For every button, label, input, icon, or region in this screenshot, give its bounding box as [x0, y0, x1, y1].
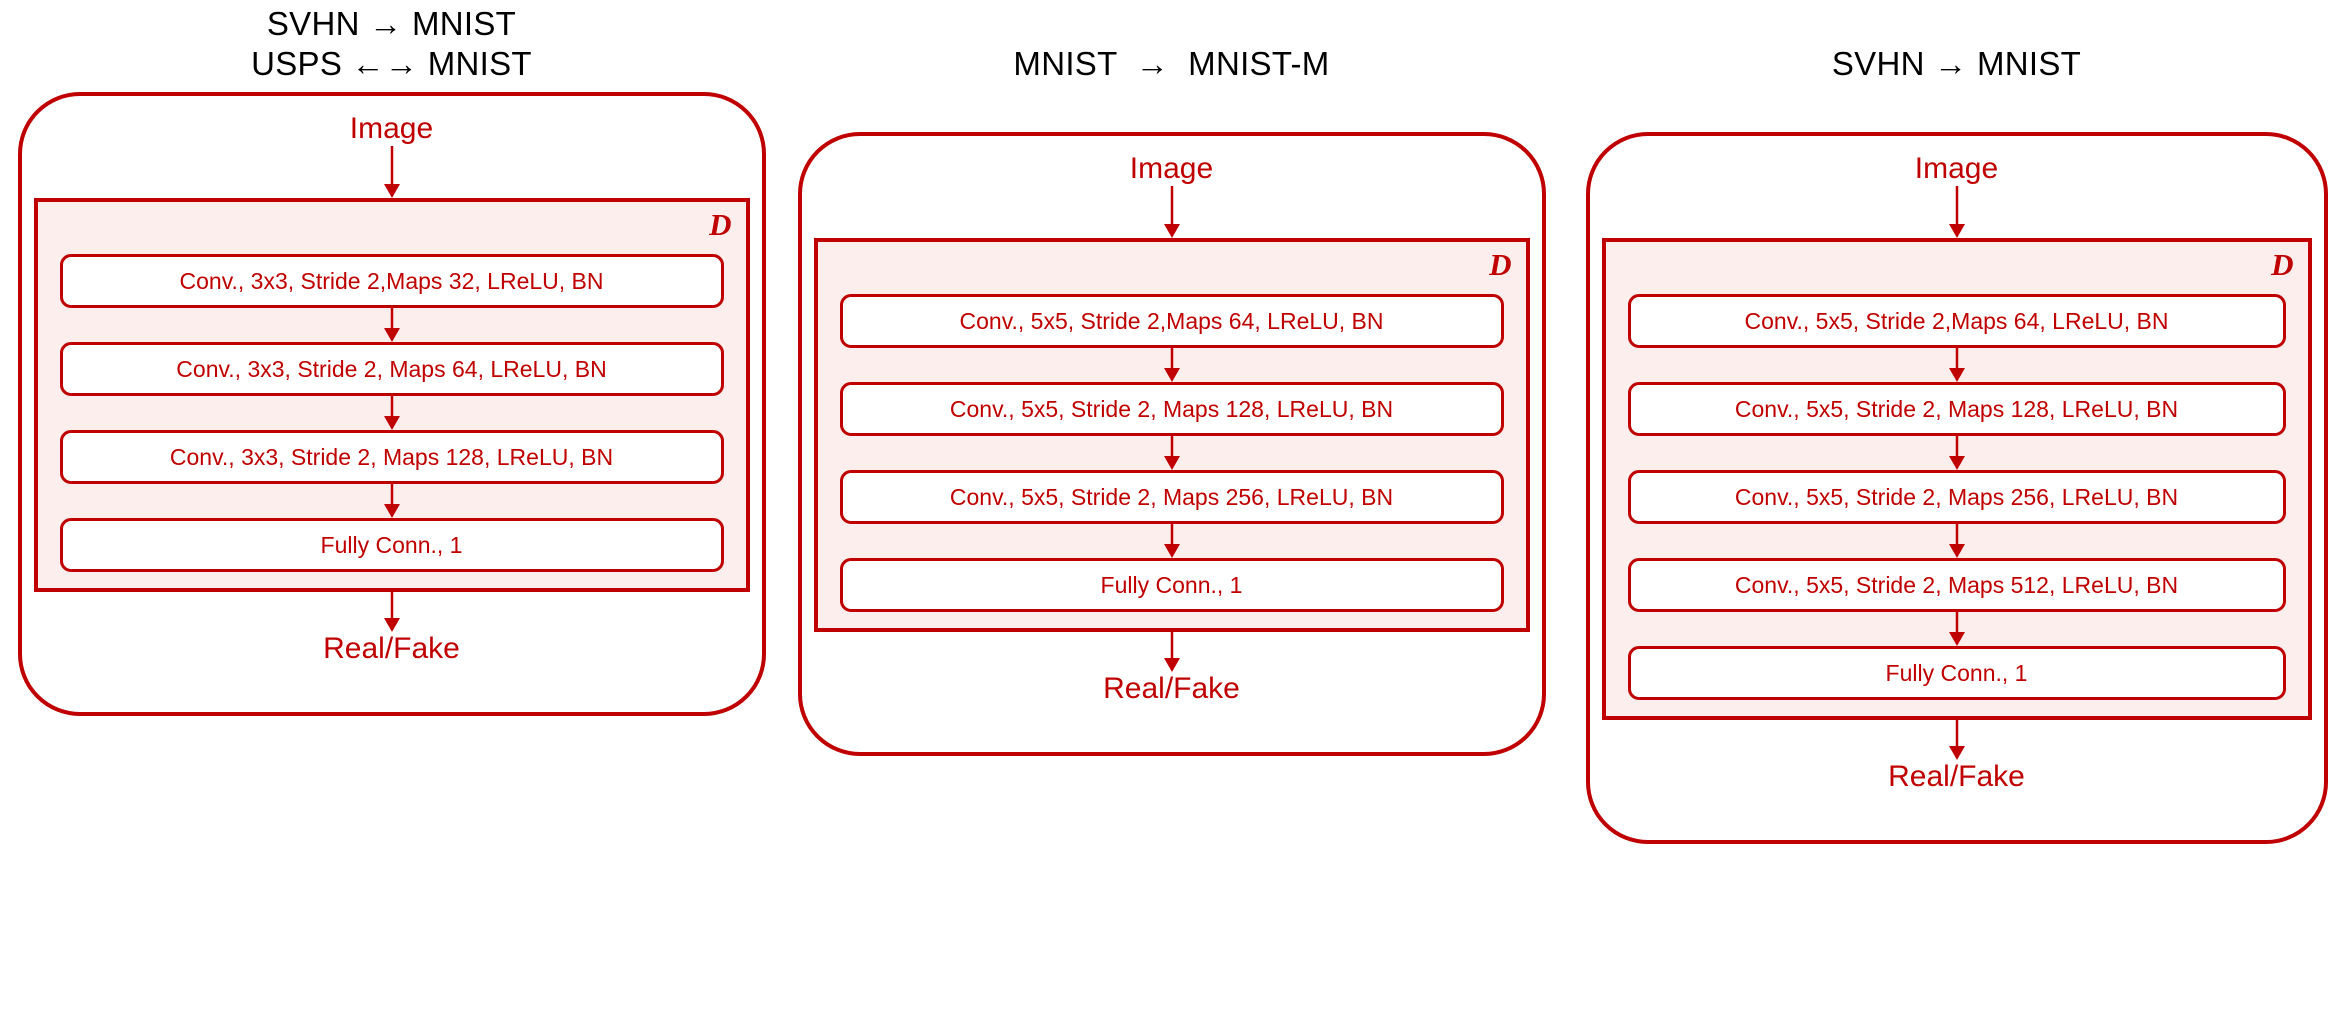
panel-1-outer-shell: Image D Conv., 3x3, Stride 2,Maps 32, LR… [17, 92, 766, 716]
arrow-block-to-output-1 [22, 592, 762, 632]
layer-box[interactable]: Conv., 5x5, Stride 2, Maps 256, LReLU, B… [839, 470, 1504, 524]
arrow-layer-2-to-3 [1606, 436, 2308, 470]
arrow-block-to-output-3 [1590, 720, 2324, 760]
panel-1-output-label: Real/Fake [323, 632, 460, 665]
panel-2-input-label: Image [1129, 152, 1214, 185]
arrow-layer-3-to-4 [818, 524, 1526, 558]
layer-box[interactable]: Conv., 5x5, Stride 2, Maps 128, LReLU, B… [839, 382, 1504, 436]
panel-1-discriminator-block: D Conv., 3x3, Stride 2,Maps 32, LReLU, B… [33, 198, 750, 592]
layer-box[interactable]: Conv., 5x5, Stride 2, Maps 256, LReLU, B… [1627, 470, 2286, 524]
arrow-input-to-block-2 [802, 186, 1542, 238]
panel-1-input-label: Image [349, 112, 434, 145]
layer-box[interactable]: Conv., 3x3, Stride 2, Maps 64, LReLU, BN [59, 342, 724, 396]
panel-1-block-badge: D [709, 207, 732, 242]
arrow-layer-2-to-3 [38, 396, 746, 430]
spacer [818, 242, 1526, 294]
layer-box[interactable]: Conv., 3x3, Stride 2, Maps 128, LReLU, B… [59, 430, 724, 484]
arrow-layer-2-to-3 [818, 436, 1526, 470]
arrow-block-to-output-2 [802, 632, 1542, 672]
layer-box[interactable]: Conv., 5x5, Stride 2,Maps 64, LReLU, BN [839, 294, 1504, 348]
panel-3-output-label: Real/Fake [1888, 760, 2025, 793]
arrow-input-to-block-1 [22, 146, 762, 198]
arrow-layer-4-to-5 [1606, 612, 2308, 646]
panel-2-discriminator-block: D Conv., 5x5, Stride 2,Maps 64, LReLU, B… [813, 238, 1530, 632]
panel-2-output-label: Real/Fake [1103, 672, 1240, 705]
panel-3-block-badge: D [2271, 247, 2294, 282]
discriminator-panel-2: MNIST → MNIST-M Image D Conv., 5x5, Stri… [793, 0, 1550, 756]
spacer [38, 202, 746, 254]
panel-2-title-line-1: MNIST → MNIST-M [1013, 45, 1330, 82]
layer-box[interactable]: Fully Conn., 1 [839, 558, 1504, 612]
layer-box[interactable]: Conv., 5x5, Stride 2, Maps 512, LReLU, B… [1627, 558, 2286, 612]
panel-1-title-line-1: SVHN → MNIST [266, 5, 517, 42]
arrow-layer-3-to-4 [1606, 524, 2308, 558]
panel-3-title: SVHN → MNIST [1832, 0, 2081, 132]
panel-2-block-badge: D [1489, 247, 1512, 282]
layer-box[interactable]: Fully Conn., 1 [59, 518, 724, 572]
spacer [38, 572, 746, 588]
panel-3-outer-shell: Image D Conv., 5x5, Stride 2,Maps 64, LR… [1585, 132, 2328, 844]
layer-box[interactable]: Conv., 3x3, Stride 2,Maps 32, LReLU, BN [59, 254, 724, 308]
spacer [1606, 700, 2308, 716]
panel-3-input-label: Image [1914, 152, 1999, 185]
layer-box[interactable]: Conv., 5x5, Stride 2,Maps 64, LReLU, BN [1627, 294, 2286, 348]
panel-2-outer-shell: Image D Conv., 5x5, Stride 2,Maps 64, LR… [797, 132, 1546, 756]
arrow-layer-1-to-2 [38, 308, 746, 342]
panel-2-title: MNIST → MNIST-M [1013, 0, 1329, 132]
arrow-layer-3-to-4 [38, 484, 746, 518]
spacer [818, 612, 1526, 628]
arrow-input-to-block-3 [1590, 186, 2324, 238]
layer-box[interactable]: Fully Conn., 1 [1627, 646, 2286, 700]
panel-3-title-line-1: SVHN → MNIST [1831, 45, 2082, 82]
panel-1-title-line-2: USPS ←→ MNIST [251, 45, 532, 82]
discriminator-panel-3: SVHN → MNIST Image D Conv., 5x5, Stride … [1581, 0, 2332, 844]
panel-3-discriminator-block: D Conv., 5x5, Stride 2,Maps 64, LReLU, B… [1601, 238, 2312, 720]
panel-1-title: SVHN → MNIST USPS ←→ MNIST [251, 0, 532, 92]
discriminator-panel-1: SVHN → MNIST USPS ←→ MNIST Image D Conv.… [13, 0, 770, 716]
layer-box[interactable]: Conv., 5x5, Stride 2, Maps 128, LReLU, B… [1627, 382, 2286, 436]
arrow-layer-1-to-2 [1606, 348, 2308, 382]
arrow-layer-1-to-2 [818, 348, 1526, 382]
spacer [1606, 242, 2308, 294]
